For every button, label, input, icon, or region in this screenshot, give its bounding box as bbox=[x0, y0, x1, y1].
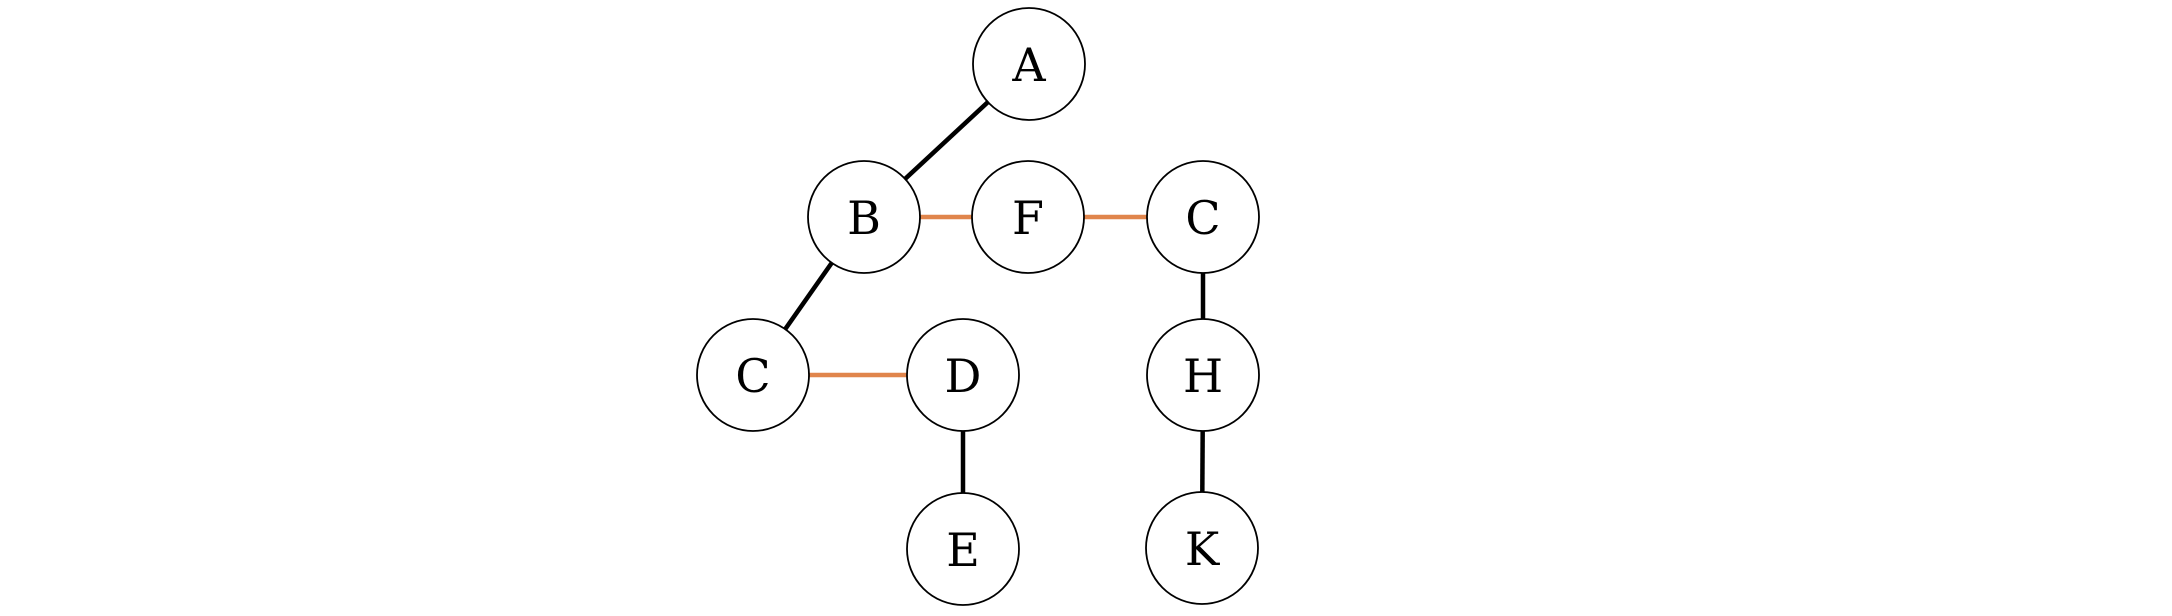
node-circle[interactable] bbox=[807, 160, 921, 274]
node-layer: A B F C C D H E K bbox=[696, 7, 1260, 606]
edge-layer bbox=[783, 100, 1206, 493]
graph-node-n2[interactable]: B bbox=[807, 160, 921, 274]
graph-node-n7[interactable]: H bbox=[1146, 318, 1260, 432]
node-circle[interactable] bbox=[1146, 318, 1260, 432]
graph-edge-a-b[interactable] bbox=[903, 100, 990, 181]
node-label: B bbox=[847, 191, 881, 245]
graph-node-n9[interactable]: K bbox=[1145, 491, 1259, 605]
node-label: E bbox=[946, 523, 980, 577]
node-label: C bbox=[1185, 191, 1220, 245]
node-circle[interactable] bbox=[906, 318, 1020, 432]
node-label: A bbox=[1011, 38, 1046, 92]
graph-node-n8[interactable]: E bbox=[906, 492, 1020, 606]
graph-node-n1[interactable]: A bbox=[972, 7, 1086, 121]
node-circle[interactable] bbox=[972, 7, 1086, 121]
node-label: K bbox=[1185, 522, 1221, 576]
graph-node-n4[interactable]: C bbox=[1146, 160, 1260, 274]
node-circle[interactable] bbox=[906, 492, 1020, 606]
node-circle[interactable] bbox=[696, 318, 810, 432]
node-label: F bbox=[1012, 191, 1044, 245]
node-circle[interactable] bbox=[971, 160, 1085, 274]
graph-node-n5[interactable]: C bbox=[696, 318, 810, 432]
node-label: C bbox=[735, 349, 770, 403]
node-circle[interactable] bbox=[1145, 491, 1259, 605]
node-circle[interactable] bbox=[1146, 160, 1260, 274]
graph-node-n3[interactable]: F bbox=[971, 160, 1085, 274]
node-label: H bbox=[1183, 349, 1223, 403]
graph-edge-b-c[interactable] bbox=[783, 261, 834, 331]
node-label: D bbox=[945, 349, 982, 403]
graph-node-n6[interactable]: D bbox=[906, 318, 1020, 432]
